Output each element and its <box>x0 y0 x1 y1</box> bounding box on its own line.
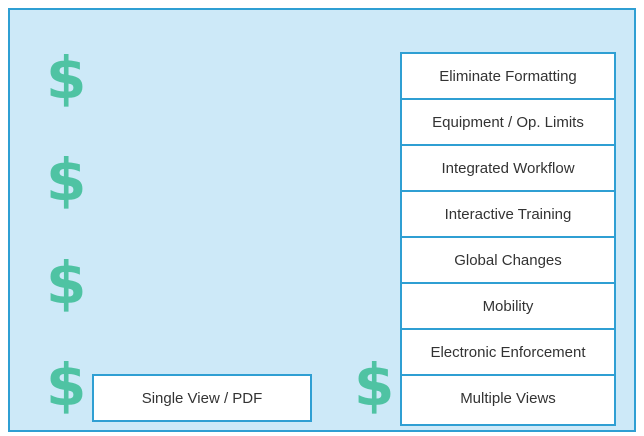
dollar-icon: $ <box>46 249 87 317</box>
stack-item: Multiple Views <box>460 389 556 407</box>
stack-item: Equipment / Op. Limits <box>402 100 614 146</box>
single-view-box: Single View / PDF <box>92 374 312 422</box>
dollar-icon: $ <box>46 351 87 419</box>
stack-item: Integrated Workflow <box>402 146 614 192</box>
diagram-canvas: $ $ $ $ Single View / PDF $ Eliminate Fo… <box>8 8 636 432</box>
feature-stack: Eliminate Formatting Equipment / Op. Lim… <box>400 52 616 426</box>
dollar-icon: $ <box>354 351 395 419</box>
dollar-icon: $ <box>46 44 87 112</box>
stack-item: Mobility <box>402 284 614 330</box>
dollar-icon: $ <box>46 146 87 214</box>
stack-item: Global Changes <box>402 238 614 284</box>
stack-item: Eliminate Formatting <box>402 54 614 100</box>
stack-item: Electronic Enforcement <box>402 330 614 376</box>
stack-item: Interactive Training <box>402 192 614 238</box>
